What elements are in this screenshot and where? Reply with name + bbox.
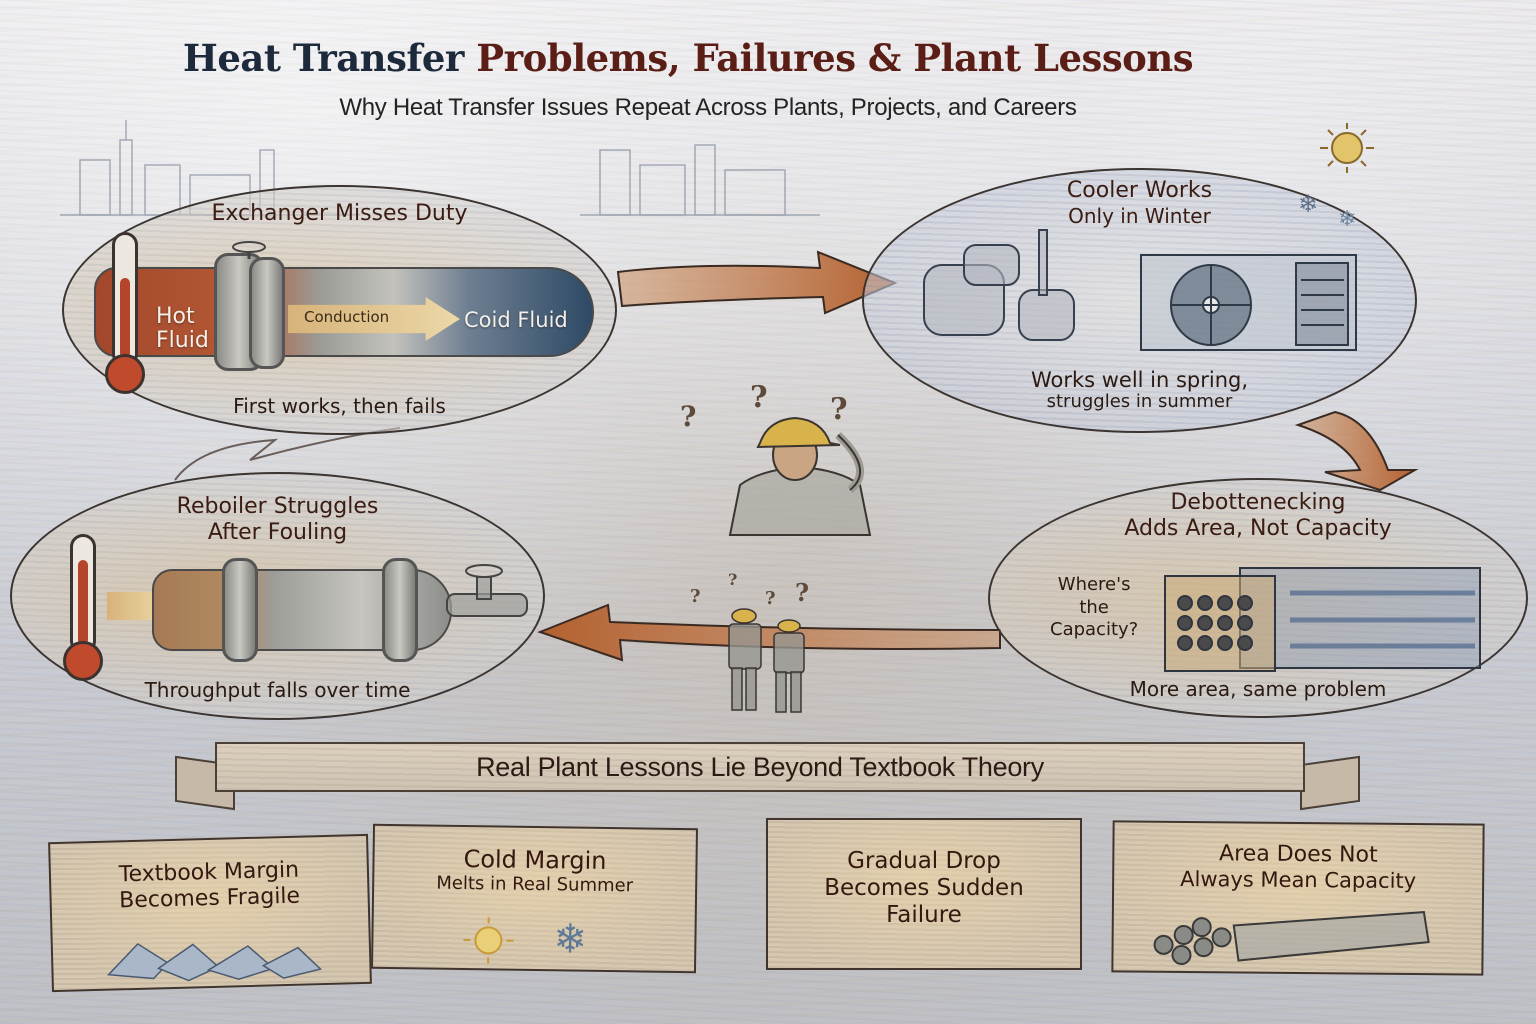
panel-cooler-works-only-in-winter: Cooler Works Only in Winter Works well i… — [862, 168, 1417, 433]
panel-title: Exchanger Misses Duty — [211, 201, 468, 226]
tube-bundle-icon — [1153, 911, 1430, 965]
two-workers-icon — [728, 608, 805, 713]
arrow-left-bottom — [537, 603, 1001, 662]
panel-title: Cooler Works Only in Winter — [1066, 178, 1213, 229]
snowflake-icon: ❄ — [1298, 191, 1319, 218]
sun-icon — [1320, 123, 1374, 173]
crumpled-paper-icon — [106, 942, 323, 982]
panel-caption: First works, then fails — [233, 394, 446, 418]
card-title: Gradual Drop Becomes Sudden Failure — [824, 848, 1024, 929]
panel-debottlenecking: Debottenecking Adds Area, Not Capacity W… — [988, 478, 1528, 718]
engineer-scratching-head-icon — [728, 416, 872, 536]
lesson-card-textbook-margin: Textbook Margin Becomes Fragile — [48, 833, 372, 993]
banner-tail-right — [1300, 755, 1360, 811]
sun-icon — [463, 917, 514, 964]
question-marks: ? ? ? — [680, 380, 848, 433]
page-subtitle: Why Heat Transfer Issues Repeat Across P… — [339, 94, 1077, 121]
conduction-label: Conduction — [304, 308, 390, 326]
tank-icon — [923, 229, 1075, 341]
card-title: Cold Margin Melts in Real Summer — [436, 845, 634, 897]
panel-title: Reboiler Struggles After Fouling — [176, 494, 379, 546]
arrow-up-left — [174, 427, 401, 481]
card-title: Textbook Margin Becomes Fragile — [118, 857, 301, 914]
lesson-card-area-capacity: Area Does Not Always Mean Capacity — [1111, 820, 1485, 976]
valve-icon — [446, 564, 528, 617]
flange-icon — [382, 558, 418, 662]
snowflake-icon: ❄ — [1338, 206, 1357, 231]
flange-icon — [249, 257, 285, 369]
panel-caption: More area, same problem — [1129, 677, 1387, 701]
page-title: Heat Transfer Problems, Failures & Plant… — [0, 36, 1536, 80]
thermometer-icon — [105, 232, 145, 394]
snowflake-icon: ❄ — [553, 917, 588, 962]
cold-fluid-label: Coid Fluid — [464, 308, 568, 332]
small-question-marks: ? ? ? ? — [690, 570, 810, 609]
lesson-banner: Real Plant Lessons Lie Beyond Textbook T… — [215, 742, 1305, 792]
capacity-question: Where's the Capacity? — [1050, 574, 1139, 640]
lesson-card-gradual-drop: Gradual Drop Becomes Sudden Failure — [766, 818, 1082, 970]
panel-reboiler-struggles: Reboiler Struggles After Fouling Through… — [10, 472, 545, 720]
valve-icon — [232, 241, 266, 259]
lesson-card-cold-margin: Cold Margin Melts in Real Summer ❄ — [371, 823, 698, 974]
tube-bundle-icon — [1164, 567, 1481, 672]
thermometer-icon — [63, 534, 103, 681]
fan-cooler-icon — [1140, 254, 1357, 351]
title-part-2: Problems, Failures & Plant Lessons — [476, 36, 1194, 80]
arrow-right-top — [616, 250, 898, 315]
banner-text: Real Plant Lessons Lie Beyond Textbook T… — [476, 751, 1044, 782]
flange-icon — [222, 558, 258, 662]
panel-caption: Throughput falls over time — [144, 678, 411, 702]
panel-title: Debottenecking Adds Area, Not Capacity — [1124, 490, 1392, 542]
arrow-down-right — [1294, 410, 1419, 492]
title-part-1: Heat Transfer — [182, 36, 464, 80]
card-title: Area Does Not Always Mean Capacity — [1180, 841, 1417, 893]
panel-caption: Works well in spring, struggles in summe… — [1030, 368, 1249, 413]
